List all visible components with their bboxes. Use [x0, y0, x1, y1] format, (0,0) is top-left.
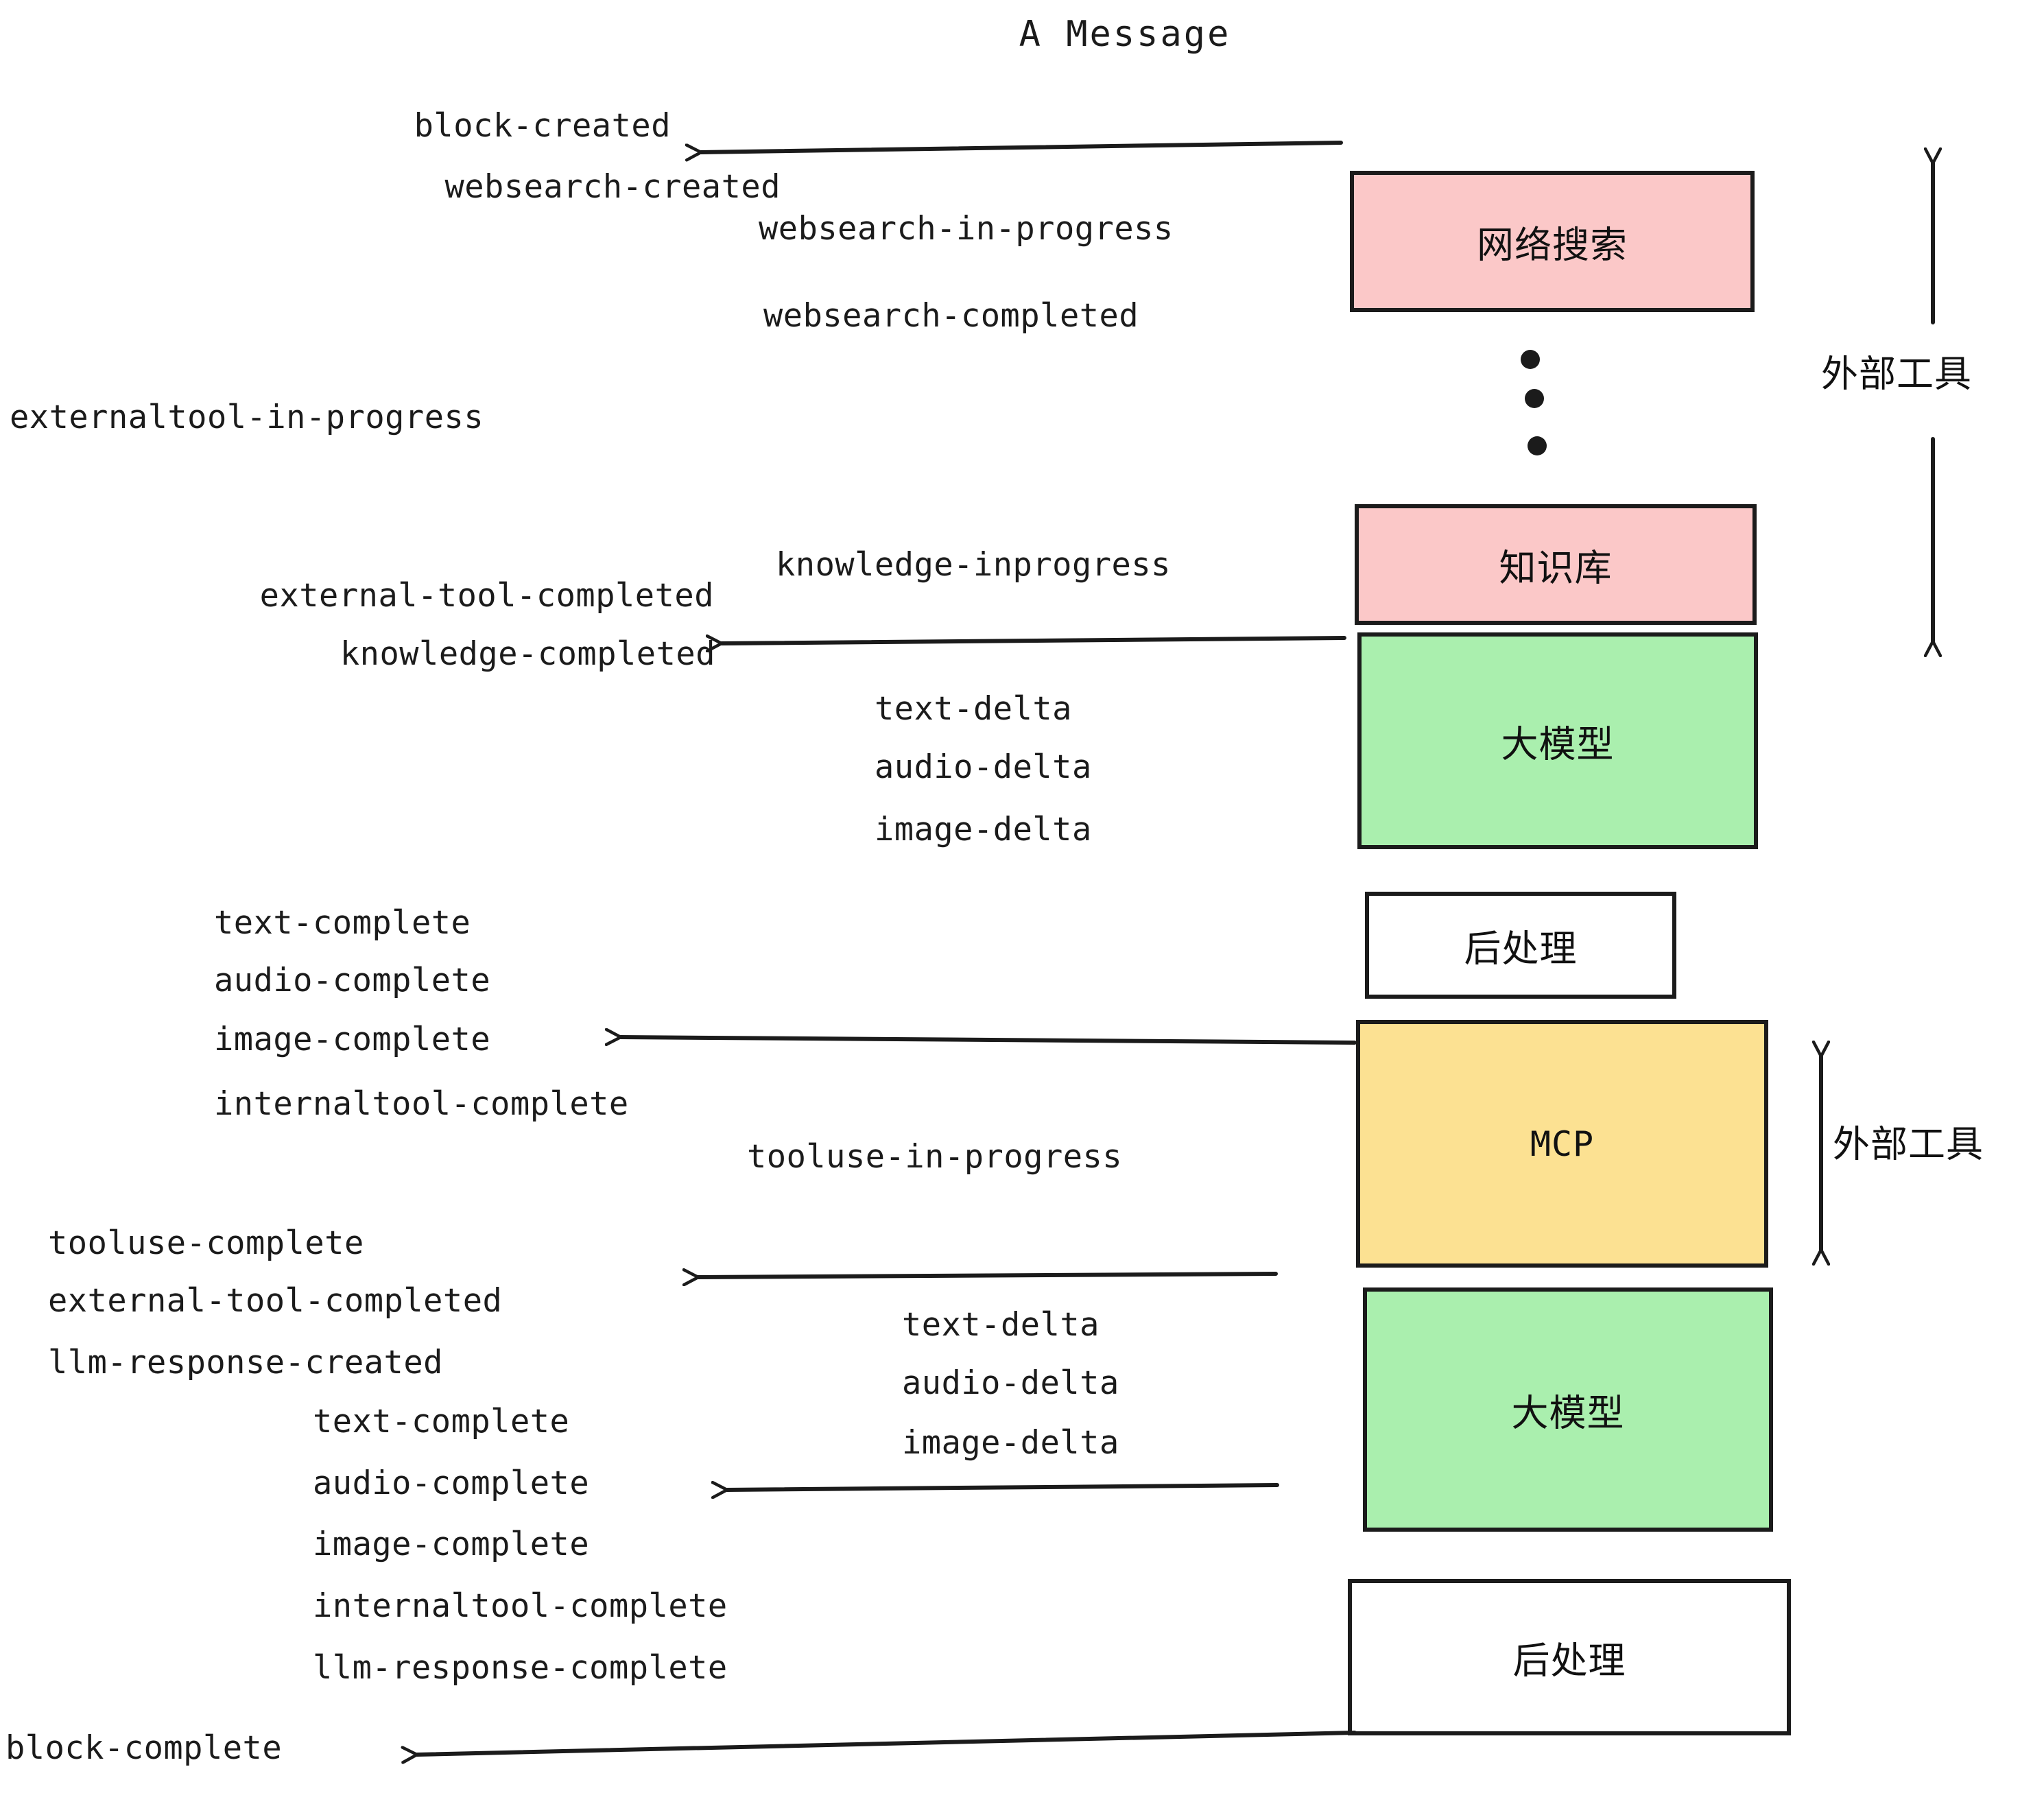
event-label-external-tool-completed-2: external-tool-completed	[48, 1282, 503, 1320]
event-label-image-complete-2: image-complete	[313, 1526, 590, 1563]
event-label-text-complete-2: text-complete	[313, 1403, 570, 1440]
event-label-tooluse-in-progress: tooluse-in-progress	[747, 1138, 1123, 1176]
event-label-internaltool-complete-2: internaltool-complete	[313, 1587, 728, 1625]
box-label-knowledge: 知识库	[1499, 546, 1613, 590]
arrow-mcp-top	[621, 1037, 1357, 1043]
arrow-block	[417, 1731, 1357, 1755]
arrow-websearch	[701, 141, 1343, 152]
event-label-text-delta-2: text-delta	[902, 1306, 1100, 1344]
event-label-websearch-in-progress: websearch-in-progress	[759, 210, 1174, 248]
event-arrows	[417, 141, 1357, 1755]
box-label-llm-lower: 大模型	[1511, 1391, 1625, 1435]
event-label-knowledge-inprogress: knowledge-inprogress	[776, 546, 1171, 584]
event-label-llm-response-created: llm-response-created	[48, 1344, 443, 1381]
event-label-llm-response-complete: llm-response-complete	[313, 1649, 728, 1687]
event-label-audio-delta-1: audio-delta	[875, 748, 1092, 786]
event-label-external-tool-completed-1: external-tool-completed	[259, 577, 714, 615]
process-box-post-upper	[1365, 892, 1676, 999]
process-box-mcp	[1356, 1020, 1768, 1268]
page-title: A Message	[1019, 14, 1231, 55]
process-box-websearch	[1350, 171, 1755, 312]
event-label-audio-complete-2: audio-complete	[313, 1464, 590, 1502]
external-tool-brackets	[1821, 163, 1933, 1250]
box-label-websearch: 网络搜索	[1477, 223, 1628, 267]
box-label-mcp: MCP	[1530, 1124, 1595, 1164]
box-label-post-lower: 后处理	[1512, 1639, 1626, 1683]
dot-1	[1521, 350, 1540, 369]
process-box-llm-lower	[1363, 1287, 1773, 1532]
event-label-websearch-completed: websearch-completed	[763, 297, 1139, 335]
event-label-image-complete-1: image-complete	[214, 1021, 491, 1058]
event-label-tooluse-complete: tooluse-complete	[48, 1224, 364, 1262]
process-box-llm-upper	[1357, 632, 1758, 849]
side-label-external-tool-lower: 外部工具	[1833, 1122, 1984, 1166]
event-label-block-complete: block-complete	[5, 1729, 283, 1767]
ellipsis-dots	[1521, 350, 1547, 455]
box-label-llm-upper: 大模型	[1501, 722, 1615, 766]
event-label-websearch-created: websearch-created	[444, 168, 781, 206]
process-box-post-lower	[1348, 1579, 1791, 1735]
event-label-text-complete-1: text-complete	[214, 904, 471, 942]
arrow-llm-lower	[727, 1485, 1279, 1490]
dot-3	[1528, 436, 1547, 455]
arrow-mcp-bottom	[698, 1274, 1278, 1277]
event-label-block-created: block-created	[414, 107, 671, 145]
event-label-text-delta-1: text-delta	[875, 690, 1072, 728]
event-label-audio-complete-1: audio-complete	[214, 962, 491, 999]
process-boxes	[1348, 171, 1791, 1735]
event-label-knowledge-completed: knowledge-completed	[340, 635, 715, 673]
arrow-knowledge	[722, 638, 1346, 643]
dot-2	[1525, 389, 1544, 408]
event-label-image-delta-1: image-delta	[875, 811, 1092, 848]
event-label-image-delta-2: image-delta	[902, 1424, 1119, 1462]
side-label-external-tool-upper: 外部工具	[1821, 352, 1972, 396]
event-label-externaltool-in-progress: externaltool-in-progress	[10, 399, 484, 436]
event-label-internaltool-complete-1: internaltool-complete	[214, 1085, 629, 1123]
box-label-post-upper: 后处理	[1464, 927, 1578, 971]
event-label-audio-delta-2: audio-delta	[902, 1364, 1119, 1402]
process-box-knowledge	[1355, 504, 1757, 625]
